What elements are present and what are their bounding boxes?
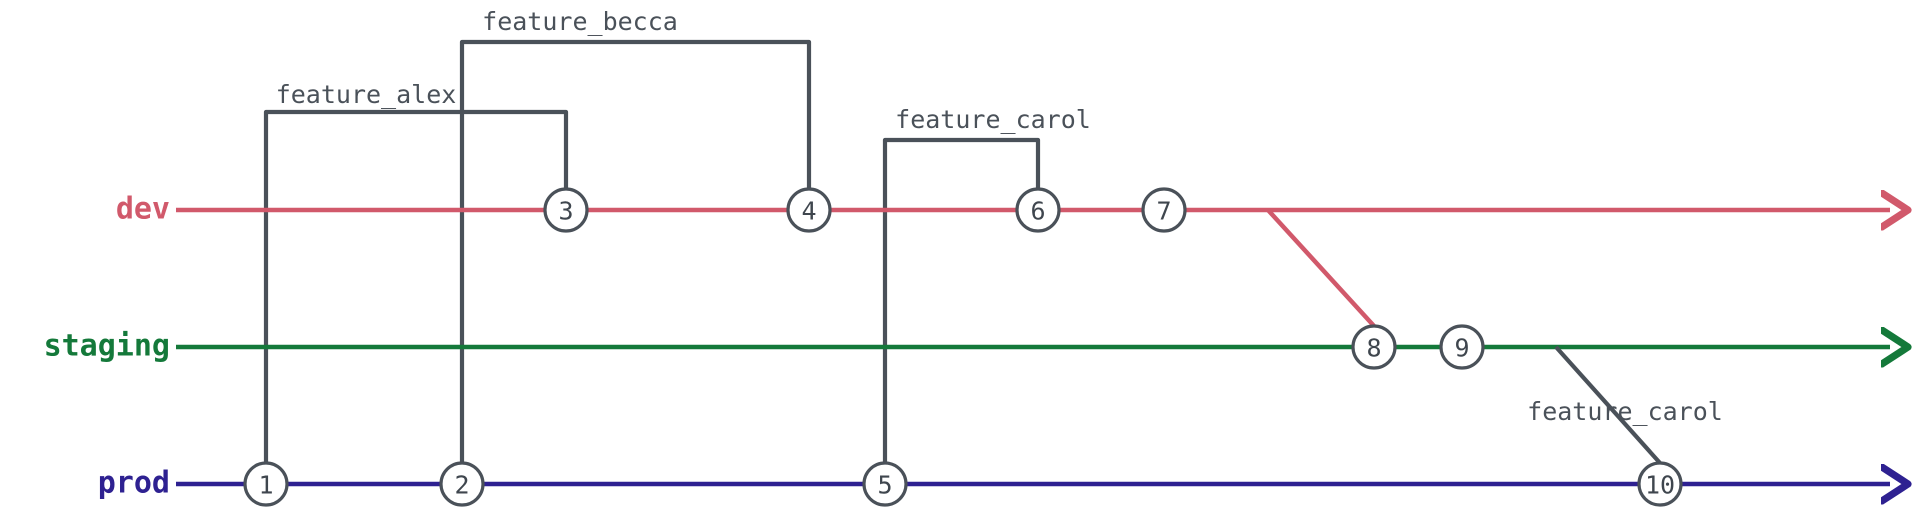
commit-node-9[interactable]: 9 bbox=[1439, 324, 1485, 370]
commit-node-5[interactable]: 5 bbox=[862, 461, 908, 507]
branch-lines bbox=[176, 210, 1890, 484]
feature-branch-paths bbox=[263, 39, 1041, 484]
branch-label-prod: prod bbox=[98, 466, 170, 501]
commit-label: 3 bbox=[558, 197, 573, 226]
feature-branch-label-feature_carol-staging: feature_carol bbox=[1527, 397, 1723, 426]
commit-node-1[interactable]: 1 bbox=[243, 461, 289, 507]
branch-label-dev: dev bbox=[116, 192, 170, 227]
feature-branch-label-feature_becca: feature_becca bbox=[482, 7, 678, 36]
commit-label: 6 bbox=[1030, 197, 1045, 226]
commit-node-3[interactable]: 3 bbox=[543, 187, 589, 233]
commit-node-4[interactable]: 4 bbox=[786, 187, 832, 233]
commit-node-2[interactable]: 2 bbox=[439, 461, 485, 507]
feature-branch-label-feature_alex: feature_alex bbox=[276, 80, 457, 109]
merge-path-dev-to-staging bbox=[1266, 208, 1376, 328]
merge-paths bbox=[1266, 208, 1662, 465]
commit-label: 10 bbox=[1645, 471, 1675, 500]
commit-label: 9 bbox=[1454, 334, 1469, 363]
commit-node-7[interactable]: 7 bbox=[1141, 187, 1187, 233]
feature-branch-path-feature_becca bbox=[459, 39, 812, 484]
commit-label: 2 bbox=[454, 471, 469, 500]
feature-branch-label-feature_carol-dev: feature_carol bbox=[895, 105, 1091, 134]
commit-label: 5 bbox=[877, 471, 892, 500]
commit-nodes: 1 2 3 4 5 6 7 bbox=[243, 187, 1683, 507]
commit-node-8[interactable]: 8 bbox=[1351, 324, 1397, 370]
branch-labels: dev staging prod bbox=[44, 192, 170, 501]
commit-node-10[interactable]: 10 bbox=[1637, 461, 1683, 507]
commit-label: 1 bbox=[258, 471, 273, 500]
commit-label: 4 bbox=[801, 197, 816, 226]
feature-branch-labels: feature_alex feature_becca feature_carol… bbox=[276, 7, 1723, 426]
branch-label-staging: staging bbox=[44, 329, 170, 364]
commit-label: 7 bbox=[1156, 197, 1171, 226]
commit-label: 8 bbox=[1366, 334, 1381, 363]
feature-branch-path-feature_carol-staging bbox=[1554, 345, 1662, 465]
feature-branch-path-feature_carol-dev bbox=[882, 137, 1041, 484]
feature-branch-path-feature_alex bbox=[263, 109, 569, 484]
commit-node-6[interactable]: 6 bbox=[1015, 187, 1061, 233]
